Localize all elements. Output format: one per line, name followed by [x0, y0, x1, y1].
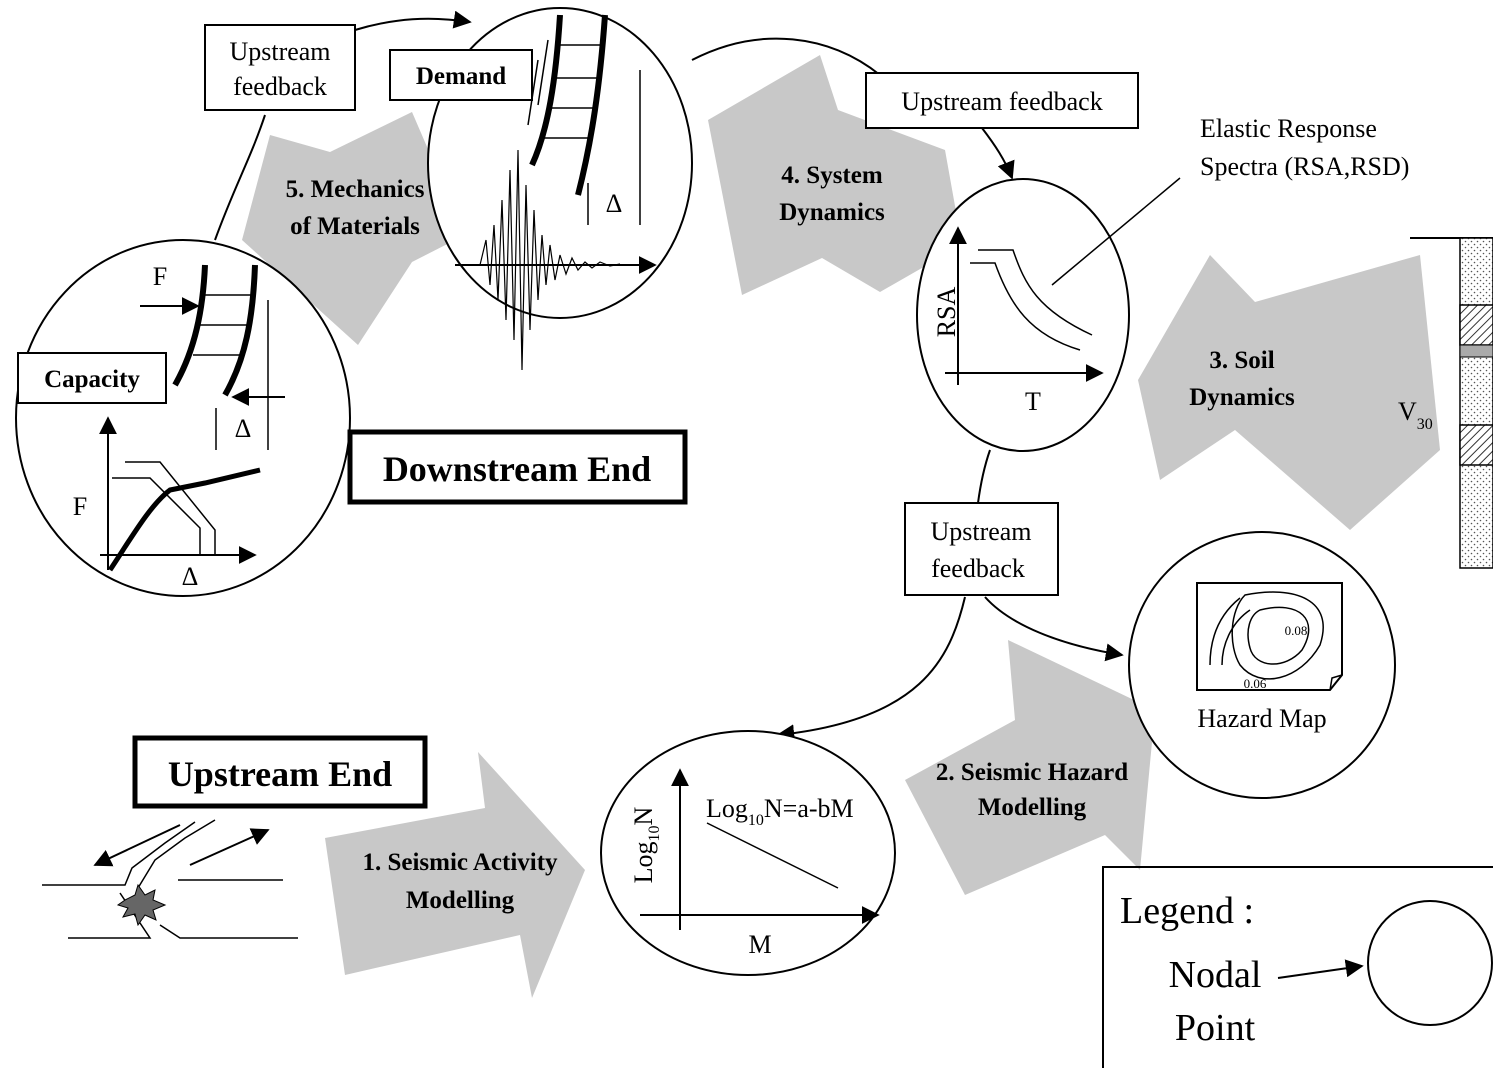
stage-2-label-line1: 2. Seismic Hazard	[936, 759, 1128, 786]
feedback-top-right-text: Upstream feedback	[901, 87, 1102, 116]
capacity-delta-label: Δ	[235, 414, 252, 443]
elastic-spectra-annotation: Elastic Response Spectra (RSA,RSD)	[1051, 114, 1409, 286]
rsa-axis-label: RSA	[932, 286, 961, 337]
legend-item-line2: Point	[1175, 1007, 1256, 1049]
connector-lines	[214, 10, 1124, 743]
stage-3-label-line1: 3. Soil	[1209, 347, 1274, 374]
connector-demand-to-feedback	[691, 37, 881, 76]
feedback-right-line2: feedback	[931, 554, 1025, 583]
stage-arrow-4: 4. System Dynamics	[708, 55, 962, 295]
connector-capacity-to-feedback	[214, 114, 266, 241]
demand-delta-label: Δ	[606, 189, 623, 218]
hazard-map-label: Hazard Map	[1197, 704, 1326, 733]
contour-label-2: 0.06	[1244, 676, 1267, 691]
connector-spectra-to-feedback	[977, 449, 991, 504]
stage-arrow-2: 2. Seismic Hazard Modelling	[905, 640, 1155, 895]
gutenberg-richter-node: Log10N Log10N=a-bM M	[600, 730, 896, 976]
stage-2-label-line2: Modelling	[978, 794, 1087, 821]
hazard-map-node: 0.08 0.06 Hazard Map	[1128, 531, 1396, 799]
downstream-end-box: Downstream End	[347, 429, 688, 505]
stage-4-label-line2: Dynamics	[779, 199, 885, 226]
downstream-end-label: Downstream End	[383, 449, 651, 489]
capacity-force-label: F	[153, 262, 167, 291]
gr-equation: Log10N=a-bM	[706, 794, 854, 829]
elastic-spectra-line2: Spectra (RSA,RSD)	[1200, 152, 1409, 181]
feedback-box-right: Upstream feedback	[904, 502, 1059, 596]
stage-arrow-5: 5. Mechanics of Materials	[242, 112, 465, 345]
stage-5-label-line1: 5. Mechanics	[286, 176, 425, 203]
demand-node: Demand Δ	[389, 7, 693, 371]
stage-arrow-3: 3. Soil Dynamics	[1138, 255, 1440, 530]
upstream-end-box: Upstream End	[132, 735, 428, 809]
feedback-top-left-line2: feedback	[233, 72, 327, 101]
feedback-box-top-right: Upstream feedback	[865, 72, 1139, 129]
upstream-end-label: Upstream End	[168, 754, 392, 794]
magnitude-axis-label: M	[748, 930, 771, 959]
legend-title: Legend :	[1120, 890, 1254, 932]
legend: Legend : Nodal Point	[1102, 866, 1493, 1068]
feedback-arrow-to-hazard	[984, 596, 1124, 662]
capacity-graph-y-label: F	[73, 492, 87, 521]
contour-label-1: 0.08	[1285, 623, 1308, 638]
spectra-node: RSA T	[916, 178, 1130, 452]
v30-label: V30	[1398, 397, 1433, 433]
stage-4-label-line1: 4. System	[781, 162, 883, 189]
capacity-node: F Δ Capacity F Δ	[15, 239, 351, 597]
gr-y-axis-label: Log10N	[629, 806, 663, 883]
stage-5-label-line2: of Materials	[290, 213, 420, 240]
demand-label: Demand	[416, 63, 506, 90]
elastic-spectra-line1: Elastic Response	[1200, 114, 1377, 143]
fault-sketch	[42, 819, 298, 939]
stage-1-label-line2: Modelling	[406, 887, 515, 914]
stage-arrow-1: 1. Seismic Activity Modelling	[325, 752, 585, 998]
legend-nodal-point-icon	[1367, 900, 1493, 1026]
legend-item-line1: Nodal	[1169, 954, 1262, 996]
period-axis-label: T	[1025, 387, 1041, 416]
feedback-arrow-to-gr	[776, 596, 966, 743]
stage-3-label-line2: Dynamics	[1189, 384, 1295, 411]
feedback-top-left-line1: Upstream	[229, 37, 330, 66]
stage-1-label-line1: 1. Seismic Activity	[362, 849, 558, 876]
feedback-right-line1: Upstream	[930, 517, 1031, 546]
capacity-label: Capacity	[44, 366, 140, 393]
capacity-graph-x-label: Δ	[182, 562, 199, 591]
feedback-box-top-left: Upstream feedback	[204, 24, 356, 111]
feedback-arrow-top-left	[354, 10, 472, 31]
feedback-arrow-top-right	[981, 127, 1015, 180]
soil-column: V30	[1398, 237, 1493, 569]
